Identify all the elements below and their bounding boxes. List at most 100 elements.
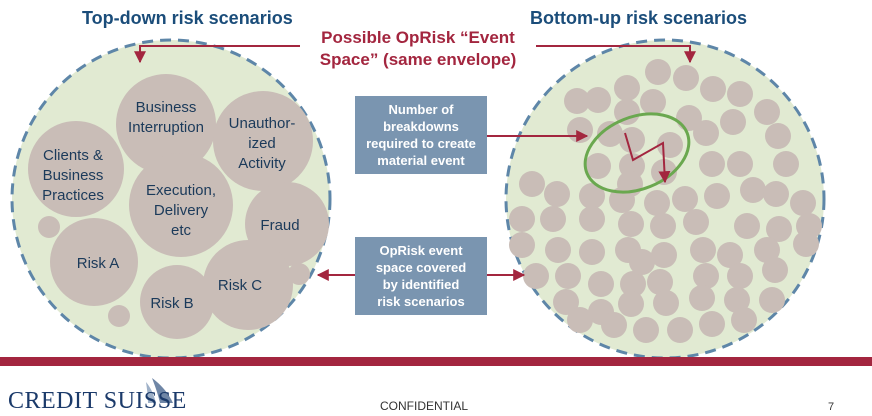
- risk-bubble: [203, 240, 293, 330]
- confidential-label: CONFIDENTIAL: [380, 399, 469, 413]
- bubble-label-line: Activity: [238, 155, 286, 172]
- risk-bubble-small: [699, 151, 725, 177]
- bottom-up-bubble-group: [509, 59, 822, 343]
- risk-bubble: [50, 218, 138, 306]
- risk-bubble-small: [633, 317, 659, 343]
- risk-bubble-small: [704, 183, 730, 209]
- risk-bubble-small: [645, 59, 671, 85]
- risk-bubble-small: [585, 153, 611, 179]
- info-line: risk scenarios: [377, 294, 465, 309]
- risk-bubble-small: [700, 76, 726, 102]
- risk-bubble-small: [754, 237, 780, 263]
- risk-bubble: [108, 305, 130, 327]
- risk-bubble-small: [640, 89, 666, 115]
- risk-bubble: [28, 121, 124, 217]
- info-line: space covered: [375, 260, 467, 275]
- risk-bubble-small: [519, 171, 545, 197]
- risk-bubble-small: [765, 123, 791, 149]
- risk-bubble-small: [618, 291, 644, 317]
- bubble-label-unauthorized-activity: Unauthor- ized Activity: [218, 114, 306, 174]
- bubble-label-execution-delivery: Execution, Delivery etc: [136, 181, 226, 241]
- risk-bubble: [129, 153, 233, 257]
- risk-bubble-small: [614, 99, 640, 125]
- risk-bubble-small: [579, 206, 605, 232]
- risk-bubble-small: [650, 213, 676, 239]
- bubble-label-risk-b: Risk B: [132, 294, 212, 314]
- breakdowns-info-box: Number of breakdowns required to create …: [355, 96, 487, 174]
- risk-bubble-small: [790, 190, 816, 216]
- risk-bubble-small: [597, 121, 623, 147]
- title-arrow-left: [134, 45, 300, 64]
- risk-bubble-small: [629, 249, 655, 275]
- risk-bubble-small: [553, 289, 579, 315]
- risk-bubble-small: [588, 271, 614, 297]
- risk-bubble-small: [567, 307, 593, 333]
- risk-bubble-small: [717, 242, 743, 268]
- risk-bubble-small: [759, 287, 785, 313]
- logo-sail-icon: [152, 378, 173, 403]
- bubble-label-risk-a: Risk A: [58, 254, 138, 274]
- risk-bubble-small: [762, 257, 788, 283]
- risk-bubble: [140, 265, 214, 339]
- bubble-label-line: Risk B: [150, 295, 194, 312]
- risk-bubble-small: [763, 181, 789, 207]
- risk-bubble-small: [564, 88, 590, 114]
- risk-bubble-small: [579, 183, 605, 209]
- risk-bubble-small: [672, 186, 698, 212]
- bubble-label-line: Unauthor-: [228, 115, 296, 132]
- risk-bubble-small: [651, 242, 677, 268]
- event-space-title-line: Space” (same envelope): [319, 50, 517, 69]
- risk-bubble-small: [727, 263, 753, 289]
- risk-bubble-small: [731, 307, 757, 333]
- risk-bubble-small: [619, 127, 645, 153]
- info-line: OpRisk event: [379, 243, 463, 258]
- info-line: Number of: [388, 102, 454, 117]
- breakdown-highlight-oval: [583, 112, 691, 194]
- risk-bubble-small: [647, 269, 673, 295]
- risk-bubble-small: [689, 285, 715, 311]
- bubble-label-business-interruption: Business Interruption: [116, 98, 216, 138]
- risk-bubble-small: [690, 237, 716, 263]
- risk-bubble-small: [545, 237, 571, 263]
- footer-accent-bar: [0, 357, 872, 366]
- info-line: required to create: [366, 136, 476, 151]
- risk-bubble-small: [644, 190, 670, 216]
- risk-bubble-small: [720, 109, 746, 135]
- bubble-label-line: Interruption: [128, 119, 204, 136]
- risk-bubble-small: [614, 75, 640, 101]
- risk-bubble-small: [727, 81, 753, 107]
- bubble-label-fraud: Fraud: [240, 216, 320, 236]
- risk-bubble-small: [724, 287, 750, 313]
- bubble-label-line: Clients &: [42, 147, 104, 164]
- bubble-label-line: Risk C: [217, 277, 263, 294]
- risk-bubble-small: [727, 151, 753, 177]
- risk-bubble-small: [585, 87, 611, 113]
- risk-bubble-small: [693, 120, 719, 146]
- credit-suisse-logo: CREDIT SUISSE: [8, 388, 187, 414]
- bubble-label-line: Execution,: [145, 182, 217, 199]
- bubble-label-risk-c: Risk C: [200, 276, 280, 296]
- risk-bubble-small: [523, 263, 549, 289]
- risk-bubble-small: [699, 311, 725, 337]
- risk-bubble-small: [601, 312, 627, 338]
- risk-bubble-small: [673, 65, 699, 91]
- info-line: by identified: [382, 277, 460, 292]
- title-arrow-right: [536, 45, 696, 64]
- risk-bubble-small: [667, 317, 693, 343]
- bottom-up-title: Bottom-up risk scenarios: [530, 8, 748, 28]
- risk-bubble-small: [683, 209, 709, 235]
- risk-bubble-small: [540, 206, 566, 232]
- risk-bubble: [213, 91, 313, 191]
- info-line: material event: [377, 153, 465, 168]
- top-down-bubble-group: [28, 74, 329, 339]
- risk-bubble-small: [693, 263, 719, 289]
- risk-bubble-small: [740, 177, 766, 203]
- risk-bubble-small: [509, 232, 535, 258]
- bubble-label-line: Delivery: [153, 202, 209, 219]
- logo-sail-icon-secondary: [146, 382, 156, 403]
- risk-bubble-small: [773, 151, 799, 177]
- bubble-label-line: Fraud: [260, 217, 300, 234]
- bubble-label-line: etc: [170, 222, 191, 239]
- risk-bubble-small: [579, 239, 605, 265]
